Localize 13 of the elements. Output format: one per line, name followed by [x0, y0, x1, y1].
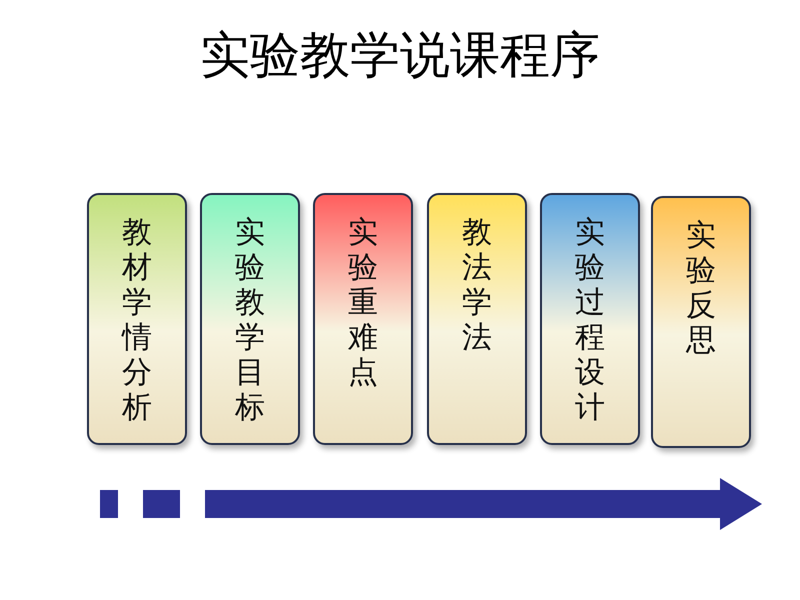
stage-card: [540, 193, 640, 445]
stage-card: [87, 193, 187, 445]
stage-card: [651, 196, 751, 448]
stage-label: 教材学情分析: [120, 215, 153, 425]
stage-label: 教法学法: [461, 215, 493, 355]
stage-label: 实验重难点: [347, 215, 379, 390]
stage-card: [200, 193, 300, 445]
stage-label: 实验过程设计: [574, 215, 606, 425]
title: 实验教学说课程序: [199, 25, 601, 86]
stage-label: 实验教学目标: [234, 215, 266, 425]
stage-label: 实验反思: [684, 218, 717, 358]
stage-card: [313, 193, 413, 445]
stage-card: [427, 193, 527, 445]
